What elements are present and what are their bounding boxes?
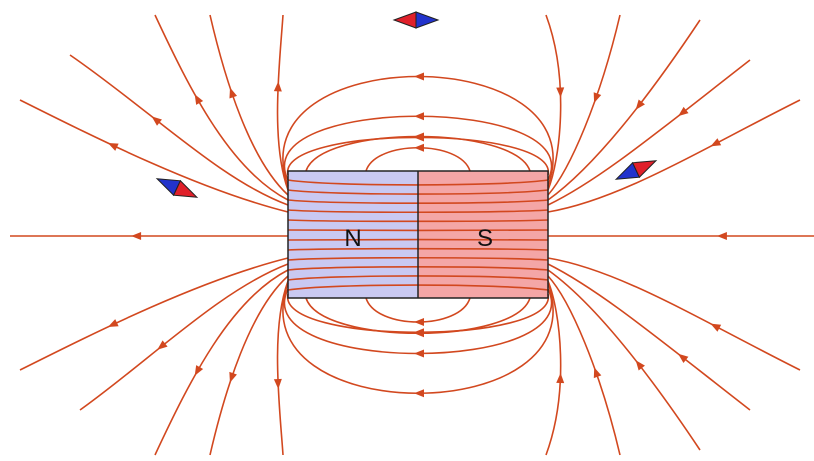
field-line (19, 257, 289, 371)
field-arrow (107, 143, 119, 151)
field-arrow (635, 99, 645, 110)
compass-needle-icon (392, 11, 440, 29)
north-label: N (344, 225, 361, 252)
field-arrow (229, 87, 238, 99)
field-line (287, 189, 549, 195)
field-arrow (716, 232, 727, 241)
field-arrow (593, 367, 602, 379)
field-arrow (678, 106, 689, 117)
field-line (287, 293, 549, 334)
field-line (547, 14, 621, 196)
field-line (305, 297, 531, 335)
field-line (305, 135, 531, 172)
field-arrow (151, 116, 162, 126)
field-line (154, 14, 289, 201)
field-arrow (414, 143, 425, 152)
field-arrow (556, 87, 565, 98)
field-arrow (414, 349, 425, 358)
field-arrow (229, 371, 237, 383)
field-line (547, 19, 701, 201)
field-line (547, 99, 801, 213)
compass-needle-icon (614, 160, 658, 180)
field-line (287, 199, 549, 204)
field-arrow (157, 340, 168, 350)
outer-field-lines (10, 14, 814, 456)
field-line (276, 14, 289, 191)
field-arrow (414, 389, 425, 398)
field-arrow (414, 318, 425, 327)
field-arrow (414, 132, 425, 141)
field-arrow (556, 372, 565, 384)
field-arrow (710, 138, 722, 147)
field-line (547, 257, 801, 371)
field-line (287, 136, 549, 176)
field-arrow (131, 232, 142, 241)
field-line (365, 297, 471, 323)
field-line (545, 14, 562, 191)
field-line (365, 147, 471, 172)
field-arrow (413, 112, 425, 121)
field-line (547, 263, 751, 411)
field-line (545, 280, 562, 456)
field-arrow (273, 81, 282, 92)
field-line (282, 75, 554, 187)
field-line (209, 275, 289, 456)
field-arrow (710, 323, 722, 332)
field-line (287, 209, 549, 214)
field-line (69, 54, 289, 206)
field-line (209, 14, 289, 196)
south-label: S (477, 225, 493, 252)
field-line (287, 284, 549, 291)
field-line (287, 275, 549, 281)
field-arrow (678, 353, 689, 364)
field-line (287, 266, 549, 271)
field-arrow (635, 360, 645, 371)
field-line (79, 263, 289, 411)
field-arrow (413, 72, 425, 81)
field-line (19, 99, 289, 213)
field-line (287, 219, 549, 223)
field-arrow (593, 92, 602, 104)
field-arrow (194, 94, 204, 105)
field-line (287, 179, 549, 186)
field-line (547, 275, 621, 456)
field-line (547, 269, 701, 451)
compass-needle-icon (155, 178, 199, 198)
field-arrow (273, 378, 282, 390)
field-line (287, 247, 549, 251)
field-line (287, 256, 549, 261)
field-arrow (107, 319, 119, 327)
field-line (276, 280, 289, 456)
field-arrow (414, 329, 425, 338)
field-line (547, 59, 751, 206)
field-line (154, 269, 289, 456)
field-arrow (194, 365, 204, 376)
inner-field-lines (287, 179, 549, 291)
field-line (282, 282, 554, 395)
